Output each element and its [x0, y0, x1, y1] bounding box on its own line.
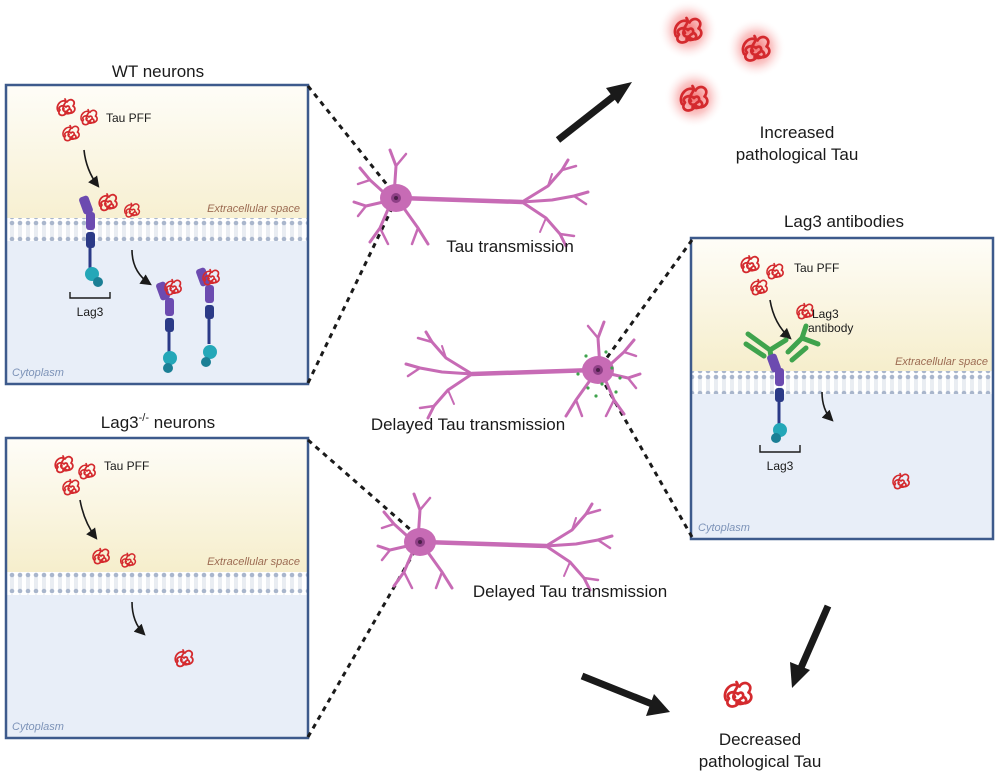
delayed-transmission-label: Delayed Tau transmission — [371, 415, 565, 434]
wt-panel: WT neurons Tau PFF Lag3 — [4, 62, 310, 386]
cytoplasm-region — [691, 394, 993, 539]
tau-pff-label: Tau PFF — [106, 111, 151, 125]
decreased-tau-label: Decreased — [719, 730, 801, 749]
tau-transmission-label: Tau transmission — [446, 237, 574, 256]
outcome-arrows — [555, 82, 832, 716]
extracellular-label: Extracellular space — [895, 356, 988, 368]
antibody-panel-title: Lag3 antibodies — [784, 212, 904, 231]
extracellular-region — [6, 438, 308, 572]
knockout-panel: Lag3-/- neurons Tau PFF Extracellular sp… — [4, 412, 310, 740]
extracellular-label: Extracellular space — [207, 556, 300, 568]
zoom-lines — [306, 85, 694, 738]
antibody-dots — [576, 350, 622, 398]
lag3-bracket — [759, 445, 801, 453]
arrow-head-icon — [606, 82, 632, 104]
increased-tau-label: pathological Tau — [736, 145, 859, 164]
cytoplasm-label: Cytoplasm — [698, 522, 750, 534]
wt-panel-border — [4, 83, 310, 386]
cell-membrane — [6, 218, 308, 241]
cytoplasm-region — [6, 241, 308, 384]
lag3-receptor — [767, 353, 787, 443]
tau-pff-label: Tau PFF — [794, 261, 839, 275]
lag3-receptor — [156, 281, 177, 373]
lag3-bracket — [69, 292, 111, 299]
antibody-label: Lag3 — [812, 307, 839, 321]
cytoplasm-region — [6, 595, 308, 738]
knockout-panel-title: Lag3-/- neurons — [101, 412, 215, 432]
neuron-icon — [354, 150, 588, 246]
arrow-head-icon — [790, 662, 810, 688]
extracellular-label: Extracellular space — [207, 203, 300, 215]
lag3-antibody — [743, 323, 821, 367]
internalization-arrow — [131, 601, 146, 636]
antibody-panel: Lag3 antibodies Tau PFF Lag3 antibody — [689, 212, 995, 541]
extracellular-region — [6, 85, 308, 237]
cytoplasm-label: Cytoplasm — [12, 721, 64, 733]
binding-arrow — [769, 299, 792, 340]
increased-tau-cluster — [658, 0, 786, 128]
wt-panel-title: WT neurons — [112, 62, 204, 81]
arrow-head-icon — [646, 694, 670, 716]
antibody-label: antibody — [808, 321, 853, 335]
lag3-label: Lag3 — [767, 459, 794, 473]
antibody-panel-border — [689, 236, 995, 541]
extracellular-region — [691, 238, 993, 371]
cell-membrane — [6, 572, 308, 595]
cytoplasm-label: Cytoplasm — [12, 367, 64, 379]
lag3-label: Lag3 — [77, 305, 104, 319]
lag3-receptor — [79, 195, 103, 287]
knockout-panel-border — [4, 436, 310, 740]
internalization-arrow — [131, 249, 152, 286]
increased-tau-label: Increased — [760, 123, 835, 142]
decreased-tau-label: pathological Tau — [699, 752, 822, 771]
neuron-icon — [406, 322, 640, 418]
tau-pff-label: Tau PFF — [104, 459, 149, 473]
neuron-icon — [378, 494, 612, 590]
binding-arrow — [83, 149, 100, 188]
binding-arrow — [79, 499, 98, 540]
tau-aggregate-icon — [723, 680, 753, 708]
cell-membrane — [691, 371, 993, 394]
delayed-transmission-label: Delayed Tau transmission — [473, 582, 667, 601]
internalization-arrow — [821, 391, 834, 422]
